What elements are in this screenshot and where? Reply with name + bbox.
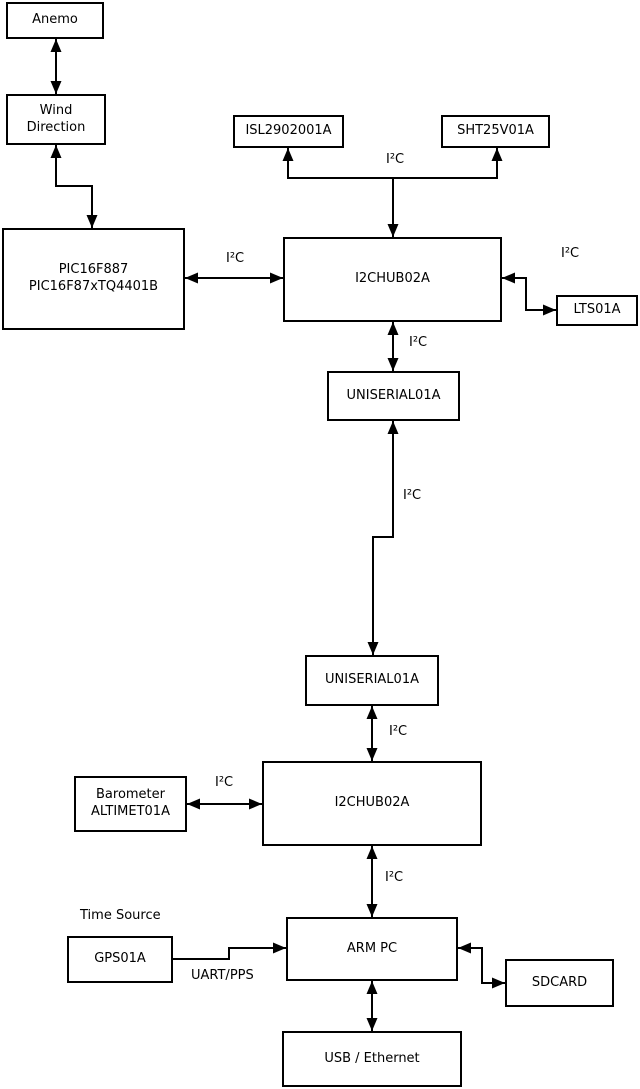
edge-arm-usb [366,981,378,1031]
node-label: UNISERIAL01A [325,672,419,688]
node-label: USB / Ethernet [324,1050,420,1066]
node-i2c-hub-top: I2CHUB02A [283,237,502,322]
node-label-line2: Direction [26,119,86,135]
node-pic-microcontroller: PIC16F887 PIC16F87xTQ4401B [2,228,185,330]
node-usb-ethernet: USB / Ethernet [282,1031,462,1087]
node-label-line1: PIC16F887 [58,262,129,278]
node-arm-pc: ARM PC [286,917,458,981]
node-lts-sensor: LTS01A [556,295,638,326]
node-isl-sensor: ISL2902001A [233,115,344,148]
edge-hub2-arm [366,846,378,917]
node-label: I2CHUB02A [334,795,410,811]
node-label-line2: ALTIMET01A [91,804,170,819]
node-label: Anemo [32,12,78,28]
node-gps: GPS01A [67,936,173,983]
node-uniserial-bottom: UNISERIAL01A [305,655,439,706]
node-label: SDCARD [531,974,588,990]
edge-hub1-lts [502,272,556,316]
label-i2c-hub-lts: I²C [561,246,580,261]
node-label: I2CHUB02A [355,271,430,287]
edge-anemo-wind [50,39,62,94]
node-sdcard: SDCARD [505,959,614,1007]
node-barometer: Barometer ALTIMET01A [74,776,187,832]
node-wind-direction: Wind Direction [6,94,106,145]
edge-hub1-uniserial1 [387,322,399,371]
node-label: UNISERIAL01A [346,387,441,403]
node-label-line1: Wind [39,102,73,118]
edge-uniserial2-hub2 [366,706,378,761]
node-label: LTS01A [573,302,621,318]
node-label-line1: Barometer [96,787,165,803]
node-label: ARM PC [346,940,398,956]
edge-uniserial1-uniserial2 [367,421,399,655]
edge-pic-hub1 [185,272,283,284]
node-label: SHT25V01A [457,123,534,139]
label-time-source: Time Source [80,908,161,923]
edge-wind-pic [50,145,98,228]
label-i2c-uniserial-hub2: I²C [389,724,408,739]
label-i2c-hub-uniserial: I²C [409,335,428,350]
label-i2c-hub2-arm: I²C [385,870,404,885]
edge-barometer-hub2 [187,798,262,810]
node-sht-sensor: SHT25V01A [441,115,550,148]
edge-hub1-sensors [282,148,503,237]
node-anemometer: Anemo [6,2,104,39]
label-i2c-uniserial-link: I²C [403,488,422,503]
label-i2c-pic-hub: I²C [226,251,245,266]
node-label: GPS01A [94,951,146,967]
label-i2c-sensors: I²C [386,152,405,167]
node-label: ISL2902001A [245,123,332,139]
node-i2c-hub-bottom: I2CHUB02A [262,761,482,846]
label-i2c-barometer-hub2: I²C [215,775,234,790]
edge-arm-sdcard [458,942,505,989]
edge-gps-arm [173,942,286,960]
node-uniserial-top: UNISERIAL01A [327,371,460,421]
node-label-line2: PIC16F87xTQ4401B [28,279,159,294]
label-uart-pps: UART/PPS [191,968,254,983]
